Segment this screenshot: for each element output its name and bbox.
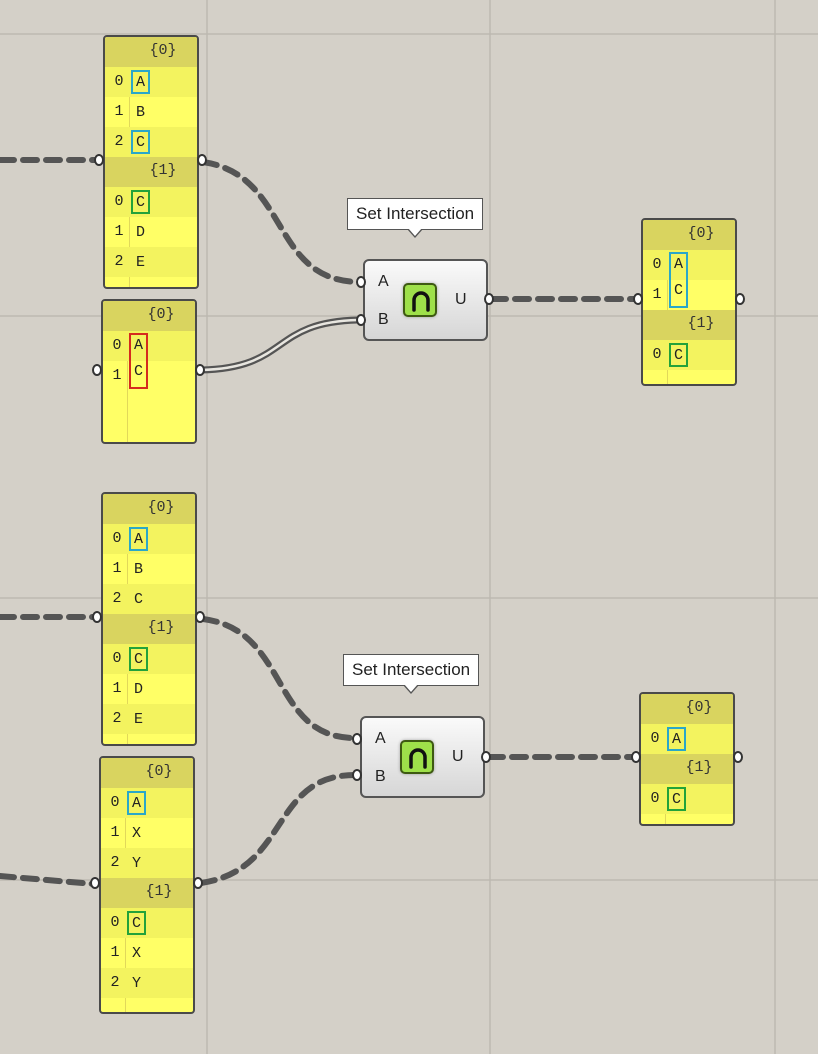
panel-output-port[interactable] [735, 293, 745, 305]
input-label-b: B [378, 311, 389, 328]
component-tooltip: Set Intersection [343, 654, 480, 694]
branch-header: {1} [101, 878, 193, 908]
component-input-port-b[interactable] [352, 769, 362, 781]
panel-input-port[interactable] [90, 877, 100, 889]
panel-input-port[interactable] [92, 364, 102, 376]
component-tooltip: Set Intersection [347, 198, 484, 238]
panel-output-port[interactable] [195, 364, 205, 376]
input-label-b: B [375, 768, 386, 785]
set-intersection-component[interactable]: A B U [360, 716, 485, 798]
branch-header: {0} [105, 37, 197, 67]
branch-header: {1} [105, 157, 197, 187]
branch-header: {0} [101, 758, 193, 788]
component-output-port-u[interactable] [481, 751, 491, 763]
branch-header: {0} [103, 301, 195, 331]
output-label-u: U [452, 748, 464, 765]
panel-output-port[interactable] [193, 877, 203, 889]
set-intersection-component[interactable]: A B U [363, 259, 488, 341]
branch-header: {0} [103, 494, 195, 524]
panel-output-port[interactable] [195, 611, 205, 623]
panel-input-port[interactable] [633, 293, 643, 305]
branch-header: {0} [643, 220, 735, 250]
panel-input-port[interactable] [92, 611, 102, 623]
component-output-port-u[interactable] [484, 293, 494, 305]
input-label-a: A [375, 730, 386, 747]
branch-header: {0} [641, 694, 733, 724]
set-intersection-icon [400, 740, 434, 774]
component-input-port-a[interactable] [356, 276, 366, 288]
input-label-a: A [378, 273, 389, 290]
panel-input-port[interactable] [94, 154, 104, 166]
panel-output-port[interactable] [733, 751, 743, 763]
panel-input-port[interactable] [631, 751, 641, 763]
set-intersection-icon [403, 283, 437, 317]
branch-header: {1} [641, 754, 733, 784]
branch-header: {1} [643, 310, 735, 340]
component-input-port-a[interactable] [352, 733, 362, 745]
panel-output-port[interactable] [197, 154, 207, 166]
component-input-port-b[interactable] [356, 314, 366, 326]
output-label-u: U [455, 291, 467, 308]
branch-header: {1} [103, 614, 195, 644]
